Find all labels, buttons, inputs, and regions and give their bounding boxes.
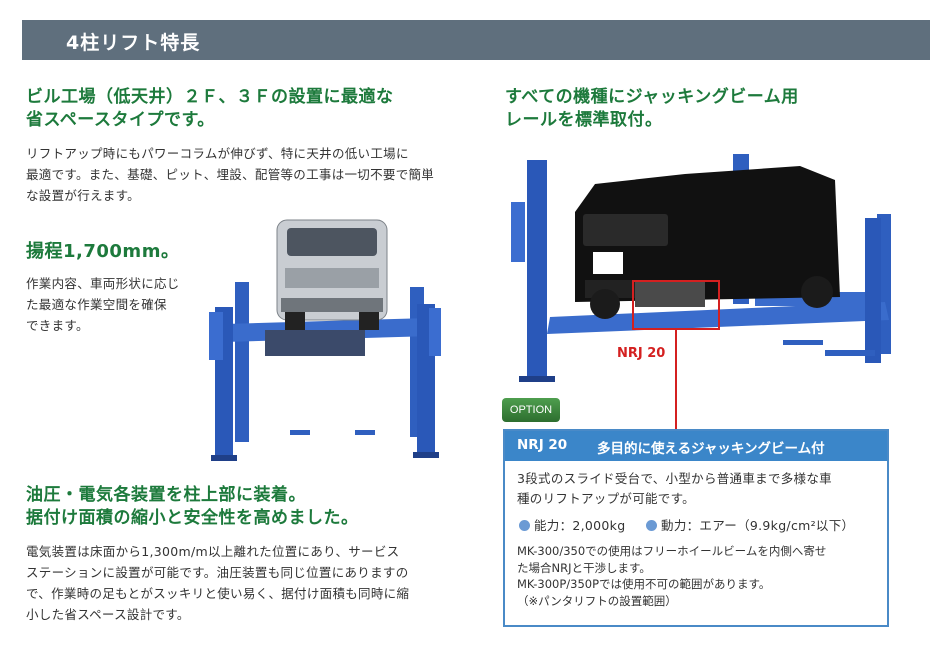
panel-specs: 能力：2,000kg 動力：エアー（9.9kg/cm²以下）	[519, 515, 854, 536]
section1-body-line: 最適です。また、基礎、ピット、埋設、配管等の工事は一切不要で簡単	[26, 167, 435, 182]
section3-heading-line1: 油圧・電気各装置を柱上部に装着。	[26, 485, 306, 505]
section1-body-line: な設置が行えます。	[26, 188, 140, 203]
nrj20-callout-label: NRJ 20	[617, 346, 666, 361]
panel-note-line: MK-300P/350Pでは使用不可の範囲があります。	[517, 577, 771, 591]
callout-connector-line	[675, 328, 677, 430]
lift-with-minivan-image	[511, 154, 891, 382]
panel-description-line: 種のリフトアップが可能です。	[517, 491, 695, 506]
section1-heading-line2: 省スペースタイプです。	[26, 110, 215, 130]
section3-body-line: 小した省スペース設計です。	[26, 607, 190, 622]
section1-body: リフトアップ時にもパワーコラムが伸びず、特に天井の低い工場に 最適です。また、基…	[26, 143, 434, 206]
section1-body-line: リフトアップ時にもパワーコラムが伸びず、特に天井の低い工場に	[26, 146, 409, 161]
section2-body: 作業内容、車両形状に応じ た最適な作業空間を確保 できます。	[26, 273, 180, 336]
section3-heading-line2: 据付け面積の縮小と安全性を高めました。	[26, 508, 359, 528]
section3-body: 電気装置は床面から1,300m/m以上離れた位置にあり、サービス ステーションに…	[26, 541, 409, 625]
section3-body-line: 電気装置は床面から1,300m/m以上離れた位置にあり、サービス	[26, 544, 400, 559]
jacking-beam-highlight-box	[632, 280, 720, 330]
section2-body-line: 作業内容、車両形状に応じ	[26, 276, 180, 291]
spec-power: 動力：エアー（9.9kg/cm²以下）	[661, 518, 855, 533]
panel-notes: MK-300/350での使用はフリーホイールビームを内側へ寄せ た場合NRJと干…	[517, 543, 826, 609]
page-title: 4柱リフト特長	[66, 32, 201, 54]
section3-body-line: で、作業時の足もとがスッキリと使い易く、据付け面積も同時に縮	[26, 586, 410, 601]
section2-heading: 揚程1,700mm。	[26, 241, 180, 262]
section1-heading: ビル工場（低天井）２Ｆ、３Ｆの設置に最適な 省スペースタイプです。	[26, 86, 394, 132]
panel-header: NRJ 20 多目的に使えるジャッキングビーム付	[505, 431, 887, 461]
panel-description: 3段式のスライド受台で、小型から普通車まで多様な車 種のリフトアップが可能です。	[517, 469, 832, 509]
section3-body-line: ステーションに設置が可能です。油圧装置も同じ位置にありますの	[26, 565, 409, 580]
option-badge: OPTION	[502, 398, 560, 422]
spec-capacity: 能力：2,000kg	[534, 518, 626, 533]
bullet-icon	[519, 520, 530, 531]
panel-title: 多目的に使えるジャッキングビーム付	[597, 441, 825, 457]
section2-body-line: た最適な作業空間を確保	[26, 297, 167, 312]
panel-note-line: MK-300/350での使用はフリーホイールビームを内側へ寄せ	[517, 544, 827, 558]
section1-heading-line1: ビル工場（低天井）２Ｆ、３Ｆの設置に最適な	[26, 87, 394, 107]
panel-description-line: 3段式のスライド受台で、小型から普通車まで多様な車	[517, 471, 832, 486]
section4-heading: すべての機種にジャッキングビーム用 レールを標準取付。	[505, 86, 799, 132]
bullet-icon	[646, 520, 658, 531]
section2-body-line: できます。	[26, 318, 89, 333]
section3-heading: 油圧・電気各装置を柱上部に装着。 据付け面積の縮小と安全性を高めました。	[26, 484, 359, 530]
section4-heading-line2: レールを標準取付。	[505, 110, 663, 130]
lift-with-van-image	[209, 219, 441, 461]
section4-heading-line1: すべての機種にジャッキングビーム用	[505, 87, 799, 107]
panel-model-name: NRJ 20	[517, 437, 568, 453]
nrj20-info-panel: NRJ 20 多目的に使えるジャッキングビーム付 3段式のスライド受台で、小型か…	[503, 429, 889, 627]
section-header-bar: 4柱リフト特長	[22, 20, 930, 60]
panel-note-line: （※パンタリフトの設置範囲）	[517, 593, 677, 608]
panel-note-line: た場合NRJと干渉します。	[517, 560, 651, 575]
